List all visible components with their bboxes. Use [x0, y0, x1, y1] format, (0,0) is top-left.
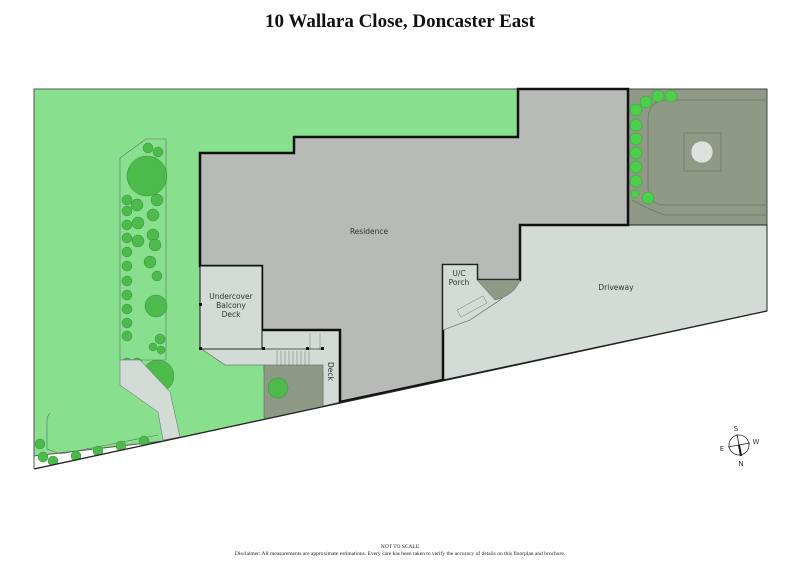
- planter-circle: [690, 140, 714, 164]
- compass-icon: S N E W: [720, 425, 760, 468]
- balcony-deck-area: [199, 265, 263, 350]
- page-title: 10 Wallara Close, Doncaster East: [264, 11, 536, 32]
- hedge-trees-rear: [629, 89, 678, 205]
- planter-box: [683, 132, 722, 172]
- porch-label-line1: U/C: [452, 269, 465, 278]
- compass-north: N: [738, 460, 743, 468]
- disclaimer: Disclaimer: All measurements are approxi…: [234, 551, 566, 557]
- compass-west: W: [753, 438, 760, 446]
- scale-note: NOT TO SCALE: [380, 544, 420, 550]
- side-garden-trees: [121, 142, 175, 393]
- compass-east: E: [720, 445, 724, 453]
- residence-label: Residence: [350, 227, 389, 236]
- compass-south: S: [734, 425, 739, 433]
- lower-garden-tree: [267, 377, 289, 399]
- balcony-label-line2: Balcony: [216, 301, 246, 310]
- steps: [276, 333, 321, 365]
- porch-garden: [476, 279, 521, 301]
- balcony-label-line1: Undercover: [209, 292, 253, 301]
- porch-label-line2: Porch: [449, 278, 470, 287]
- driveway-label: Driveway: [598, 283, 634, 292]
- side-garden-bed: [119, 138, 167, 361]
- balcony-label-line3: Deck: [222, 310, 242, 319]
- deck-label: Deck: [326, 362, 335, 382]
- porch-steps: [456, 295, 488, 318]
- garden-path: [119, 359, 181, 441]
